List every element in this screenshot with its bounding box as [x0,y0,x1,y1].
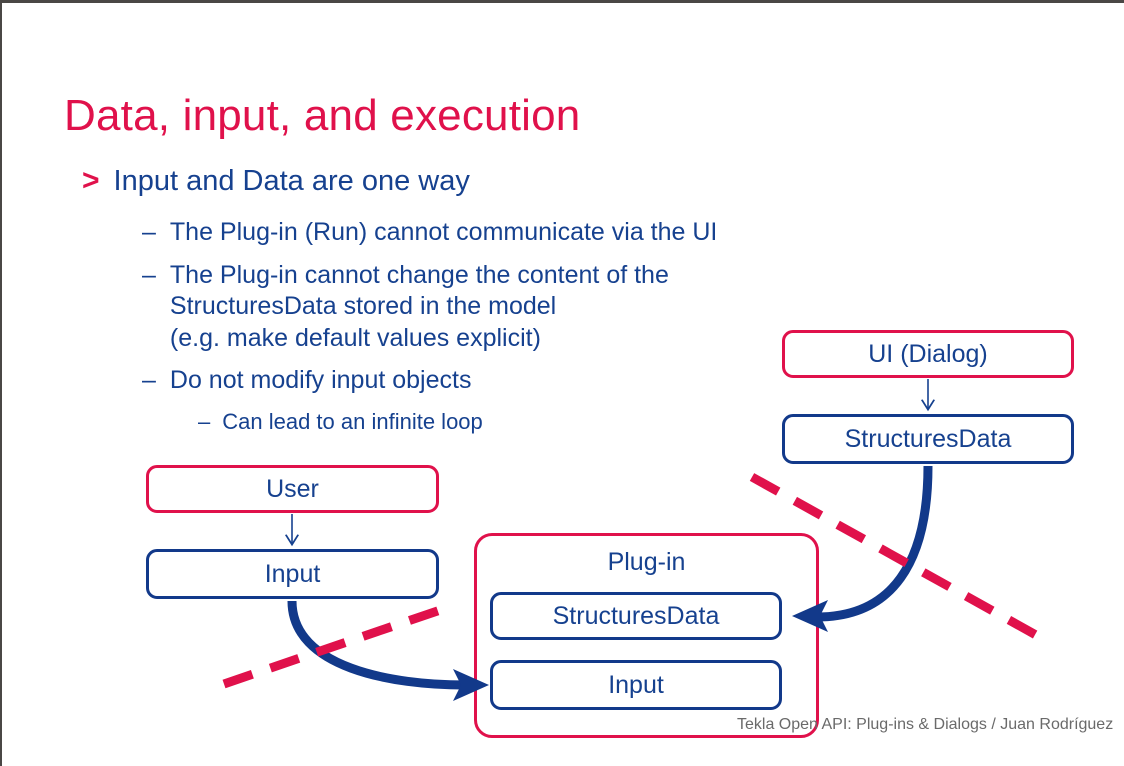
dash-icon: – [142,366,156,394]
bullet-level1-label: Input and Data are one way [113,165,470,197]
list-item: – Can lead to an infinite loop [198,408,842,436]
dash-icon: – [142,260,156,289]
list-item: – The Plug-in cannot change the content … [142,260,842,355]
strike-left-dashed-line [222,602,451,689]
list-item: – The Plug-in (Run) cannot communicate v… [142,217,842,249]
bullet-level2-list: – The Plug-in (Run) cannot communicate v… [142,217,842,435]
diagram-box-structuresdata-right[interactable]: StructuresData [782,414,1074,464]
dash-icon: – [142,218,156,246]
bullet-level1: > Input and Data are one way [82,165,470,198]
bullet-level2-label: The Plug-in (Run) cannot communicate via… [169,218,718,246]
bullet-level2-label: Do not modify input objects [169,366,472,394]
diagram-box-label: User [266,474,319,503]
bullet-level3-label: Can lead to an infinite loop [222,408,483,434]
diagram-box-ui-dialog[interactable]: UI (Dialog) [782,330,1074,378]
diagram-box-label: StructuresData [552,601,720,630]
bullet-level2-label: The Plug-in cannot change the content of… [169,260,669,352]
diagram-box-input-left[interactable]: Input [146,549,439,599]
page-title: Data, input, and execution [64,91,581,140]
input-to-plugin-input-arrow [287,600,489,701]
diagram-box-label: Input [264,559,321,588]
diagram-box-label: Input [608,670,664,699]
diagram-box-user[interactable]: User [146,465,439,513]
diagram-box-input-plugin[interactable]: Input [490,660,782,710]
dash-icon: – [198,408,211,434]
diagram-container-plugin-label: Plug-in [607,548,686,576]
diagram-box-structuresdata-plugin[interactable]: StructuresData [490,592,782,640]
list-item: – Do not modify input objects [142,365,842,397]
footer-credit: Tekla Open API: Plug-ins & Dialogs / Jua… [737,716,1114,733]
chevron-right-icon: > [82,164,100,197]
diagram-box-label: StructuresData [844,424,1012,453]
diagram-box-label: UI (Dialog) [868,339,988,368]
